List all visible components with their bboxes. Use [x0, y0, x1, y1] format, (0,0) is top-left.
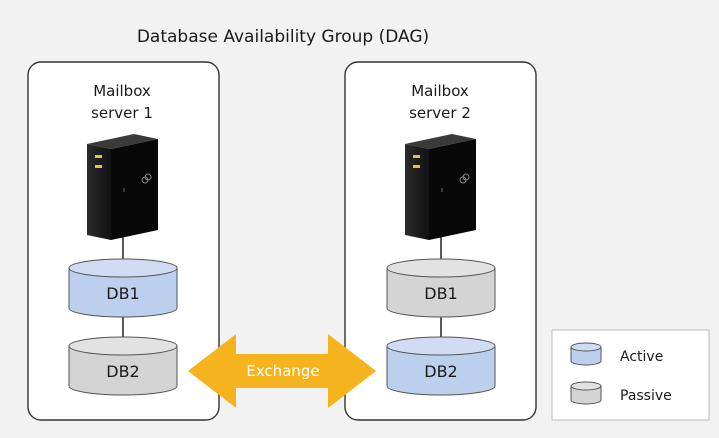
server-1-label-line1: Mailbox — [93, 82, 151, 100]
server-1-label-line2: server 1 — [91, 104, 153, 122]
server-1-db1-label: DB1 — [106, 284, 139, 303]
legend-active-label: Active — [620, 349, 663, 365]
server-2-db1-label: DB1 — [424, 284, 457, 303]
server-2-db2-label: DB2 — [424, 362, 457, 381]
exchange-label: Exchange — [246, 362, 319, 380]
server-2-label-line2: server 2 — [409, 104, 471, 122]
legend-passive-label: Passive — [620, 388, 672, 404]
server-1-db2-label: DB2 — [106, 362, 139, 381]
exchange-arrow-icon — [188, 334, 376, 408]
server-tower-icon — [87, 134, 158, 240]
database-icon — [68, 258, 178, 318]
server-2-label-line1: Mailbox — [411, 82, 469, 100]
legend-active-icon — [570, 342, 602, 366]
database-icon — [386, 258, 496, 318]
diagram-title: Database Availability Group (DAG) — [137, 27, 429, 47]
database-icon — [386, 336, 496, 396]
legend-passive-icon — [570, 381, 602, 405]
database-icon — [68, 336, 178, 396]
server-tower-icon — [405, 134, 476, 240]
legend-box — [551, 329, 710, 421]
